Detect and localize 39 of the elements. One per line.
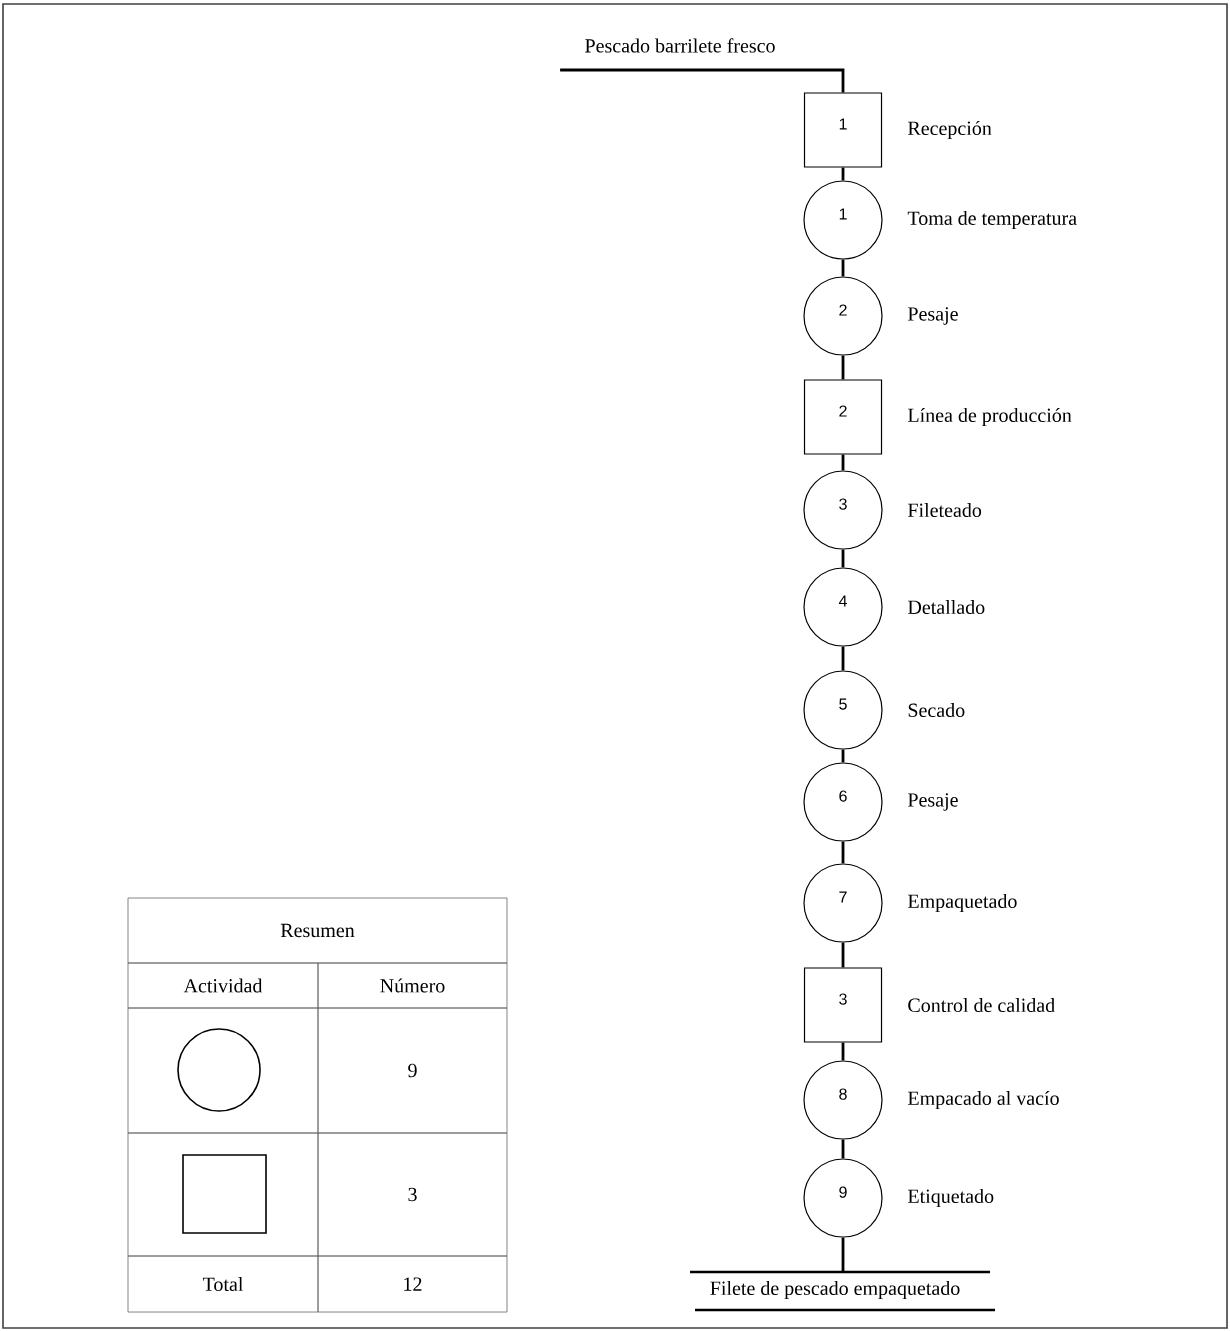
step-label: Etiquetado <box>908 1188 994 1208</box>
table-cell: 12 <box>317 1255 508 1313</box>
table-cell: Total <box>127 1255 319 1313</box>
square-symbol <box>182 1154 267 1234</box>
step-label: Fileteado <box>908 502 982 518</box>
step-label: Recepción <box>908 120 992 140</box>
connector-line <box>841 259 845 277</box>
connector-line <box>841 1042 845 1061</box>
connector-line <box>841 355 845 380</box>
inspection-box: 1 <box>803 92 883 168</box>
connector-line <box>841 1139 845 1159</box>
table-cell: Resumen <box>127 897 508 964</box>
table-cell: 3 <box>317 1132 508 1257</box>
connector-line <box>841 942 845 968</box>
connector-line <box>841 549 845 568</box>
output-label: Filete de pescado empaquetado <box>690 1270 995 1312</box>
connector-line <box>841 841 845 864</box>
step-label: Toma de temperatura <box>907 210 1077 230</box>
table-cell: Número <box>317 962 508 1009</box>
table-cell: 9 <box>317 1007 508 1134</box>
step-label: Pesaje <box>908 793 958 811</box>
step-label: Pesaje <box>908 307 958 325</box>
connector-line <box>841 167 845 181</box>
step-label: Secado <box>908 702 965 718</box>
step-label: Control de calidad <box>908 997 1055 1013</box>
step-label: Línea de producción <box>908 407 1072 427</box>
connector-line <box>841 454 845 471</box>
step-label: Empaquetado <box>908 893 1017 913</box>
connector-line <box>560 68 845 93</box>
step-label: Detallado <box>908 599 985 615</box>
inspection-box: 3 <box>803 967 883 1043</box>
connector-line <box>841 1237 845 1272</box>
input-label: Pescado barrilete fresco <box>585 38 775 53</box>
circle-symbol <box>177 1028 261 1112</box>
inspection-box: 2 <box>803 379 883 455</box>
connector-line <box>841 749 845 763</box>
connector-line <box>841 646 845 671</box>
step-label: Empacado al vacío <box>908 1090 1059 1110</box>
table-cell: Actividad <box>127 962 319 1009</box>
